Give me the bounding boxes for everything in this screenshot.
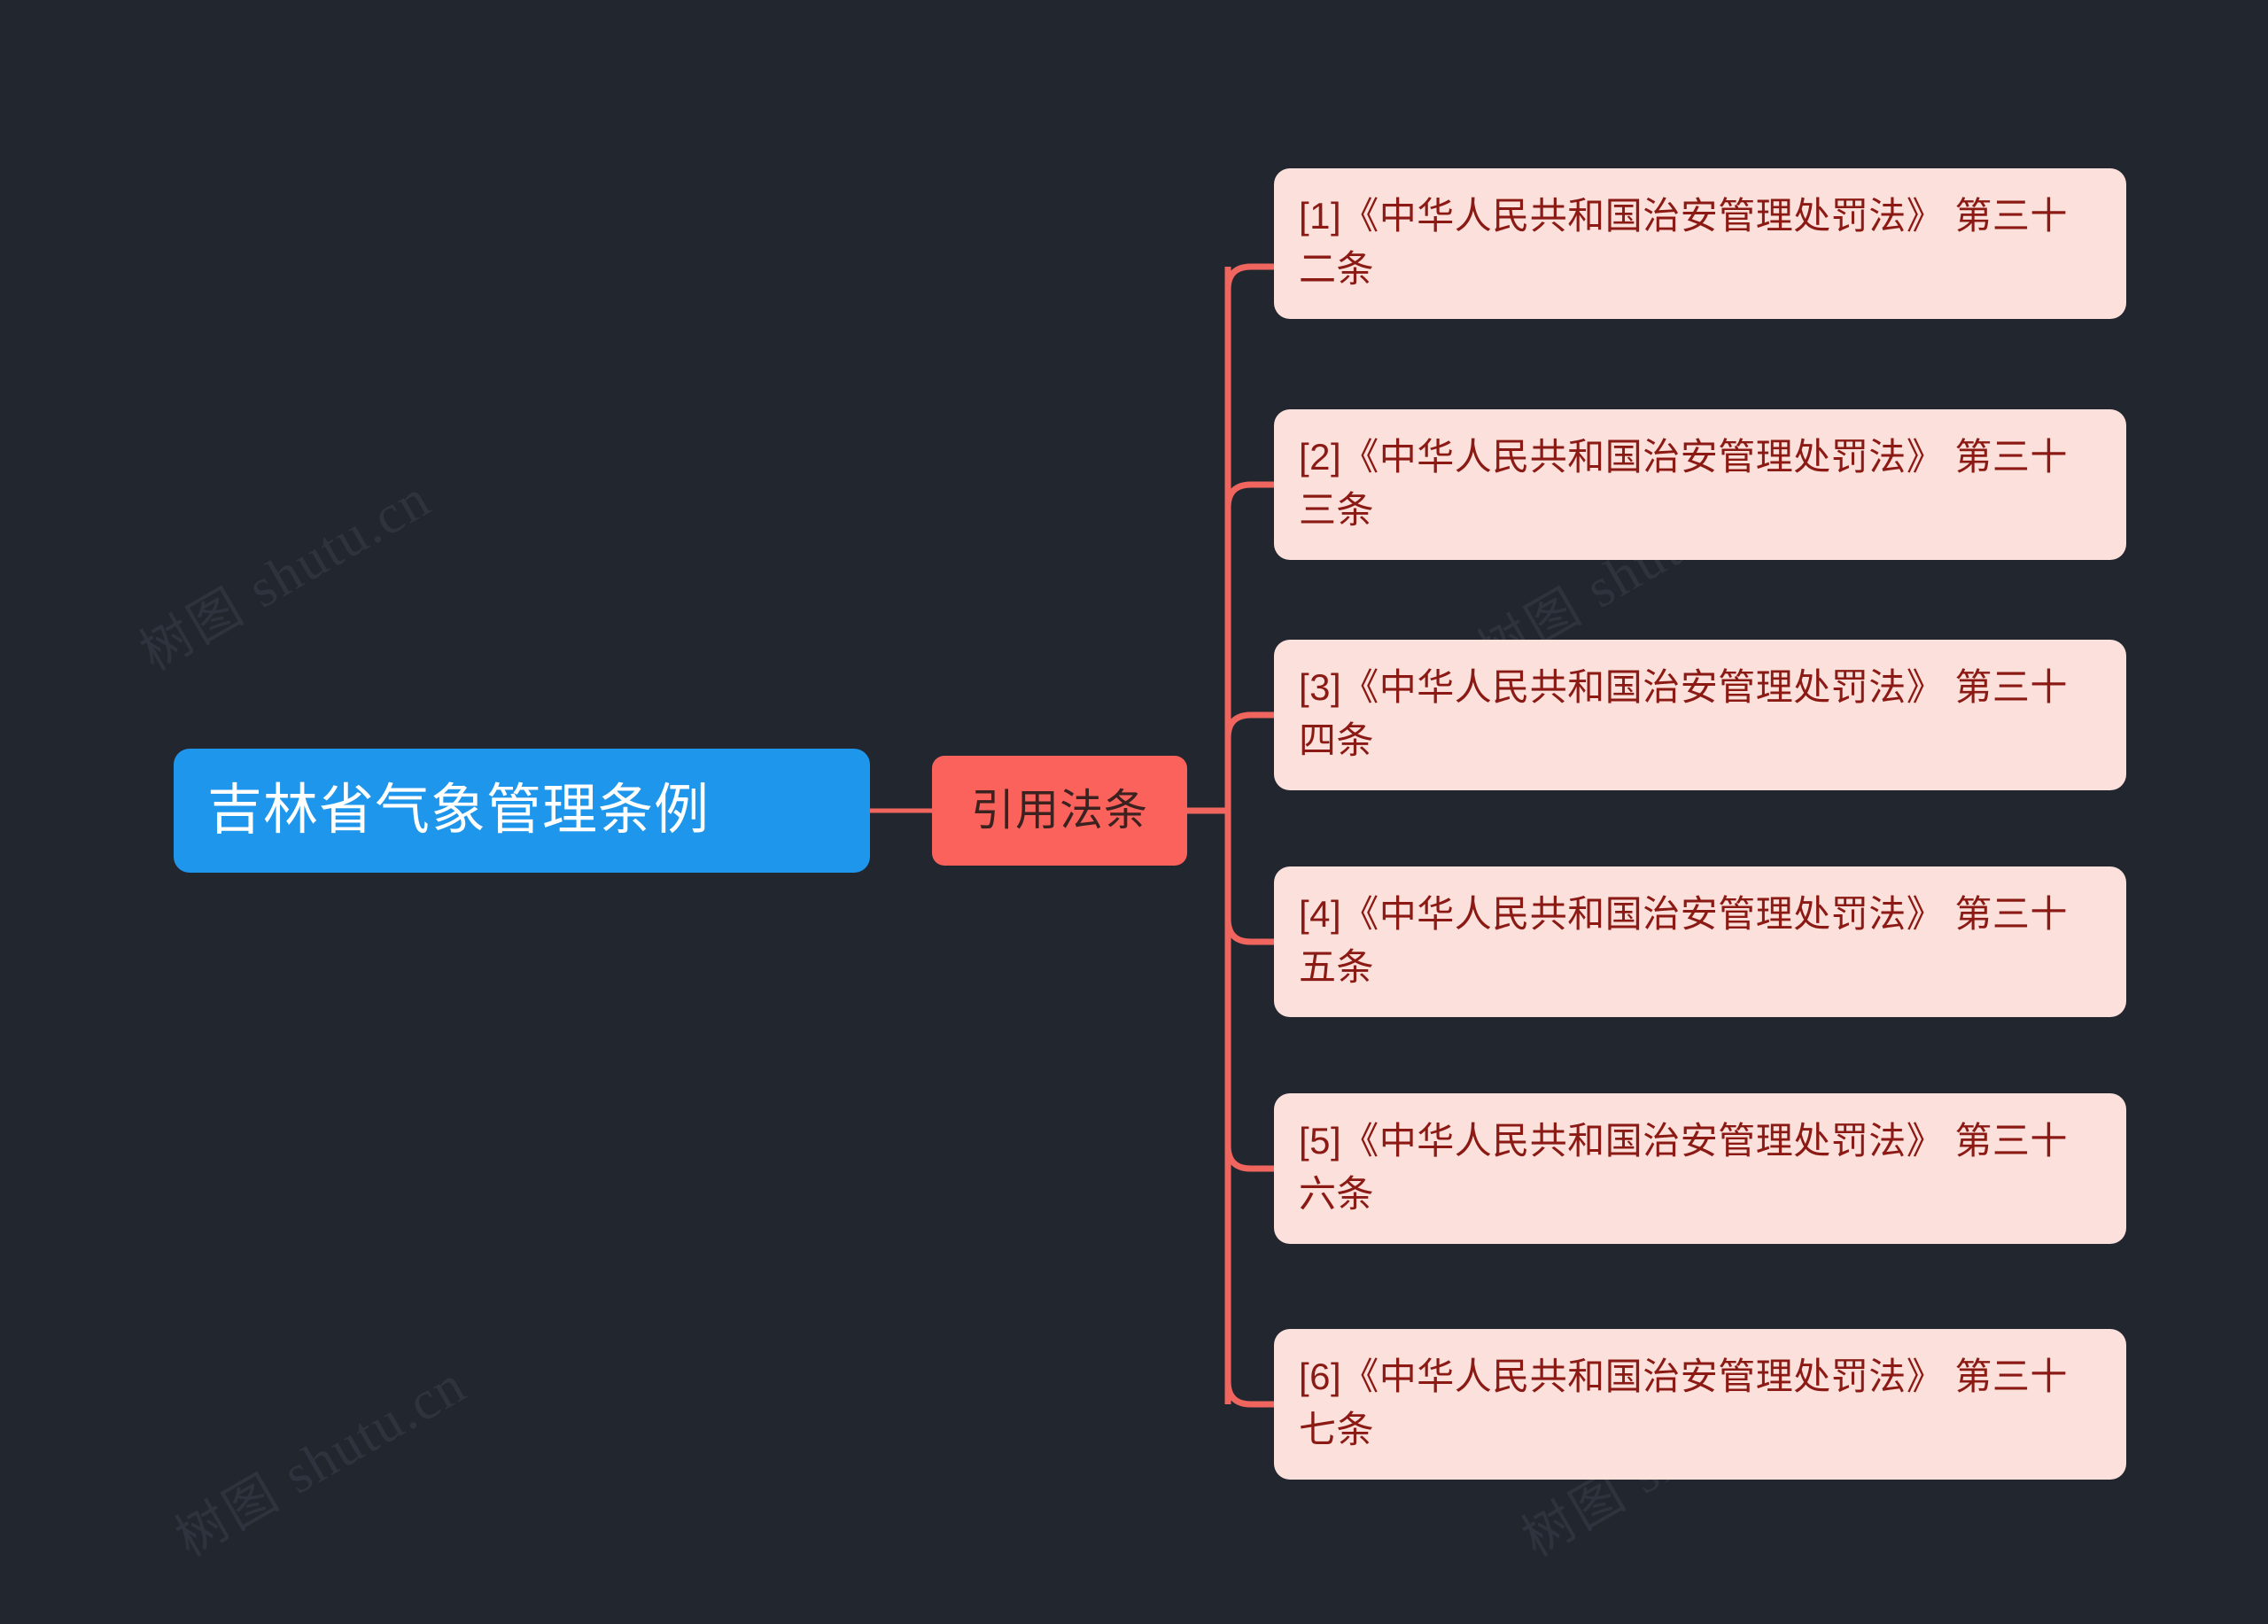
branch-node-citations[interactable]: 引用法条 xyxy=(932,756,1187,866)
connector-to-leaf-1 xyxy=(1224,263,1278,293)
root-node[interactable]: 吉林省气象管理条例 xyxy=(174,749,870,873)
leaf-node-label: [6]《中华人民共和国治安管理处罚法》 第三十七条 xyxy=(1299,1356,2068,1450)
leaf-node-1[interactable]: [1]《中华人民共和国治安管理处罚法》 第三十二条 xyxy=(1274,168,2126,319)
watermark-text: 树图 shutu.cn xyxy=(124,458,442,685)
leaf-node-6[interactable]: [6]《中华人民共和国治安管理处罚法》 第三十七条 xyxy=(1274,1329,2126,1480)
watermark-en: shutu.cn xyxy=(274,1354,477,1506)
leaf-node-2[interactable]: [2]《中华人民共和国治安管理处罚法》 第三十三条 xyxy=(1274,409,2126,560)
connector-to-leaf-4 xyxy=(1224,915,1278,945)
leaf-node-label: [1]《中华人民共和国治安管理处罚法》 第三十二条 xyxy=(1299,195,2068,290)
connector-to-leaf-6 xyxy=(1224,1378,1278,1408)
leaf-node-label: [3]《中华人民共和国治安管理处罚法》 第三十四条 xyxy=(1299,666,2068,761)
watermark-cn: 树图 xyxy=(129,575,255,683)
leaf-node-label: [5]《中华人民共和国治安管理处罚法》 第三十六条 xyxy=(1299,1120,2068,1215)
watermark-cn: 树图 xyxy=(165,1461,291,1569)
watermark-text: 树图 shutu.cn xyxy=(159,1344,478,1571)
connector-to-leaf-3 xyxy=(1224,711,1278,742)
watermark-en: shutu.cn xyxy=(238,468,441,620)
leaf-node-3[interactable]: [3]《中华人民共和国治安管理处罚法》 第三十四条 xyxy=(1274,640,2126,790)
leaf-node-label: [4]《中华人民共和国治安管理处罚法》 第三十五条 xyxy=(1299,893,2068,988)
root-node-label: 吉林省气象管理条例 xyxy=(207,780,711,842)
leaf-node-4[interactable]: [4]《中华人民共和国治安管理处罚法》 第三十五条 xyxy=(1274,866,2126,1017)
leaf-node-5[interactable]: [5]《中华人民共和国治安管理处罚法》 第三十六条 xyxy=(1274,1093,2126,1244)
connector-to-leaf-2 xyxy=(1224,481,1278,511)
connector-to-leaf-5 xyxy=(1224,1142,1278,1172)
branch-node-label: 引用法条 xyxy=(970,786,1148,835)
leaf-node-label: [2]《中华人民共和国治安管理处罚法》 第三十三条 xyxy=(1299,436,2068,531)
